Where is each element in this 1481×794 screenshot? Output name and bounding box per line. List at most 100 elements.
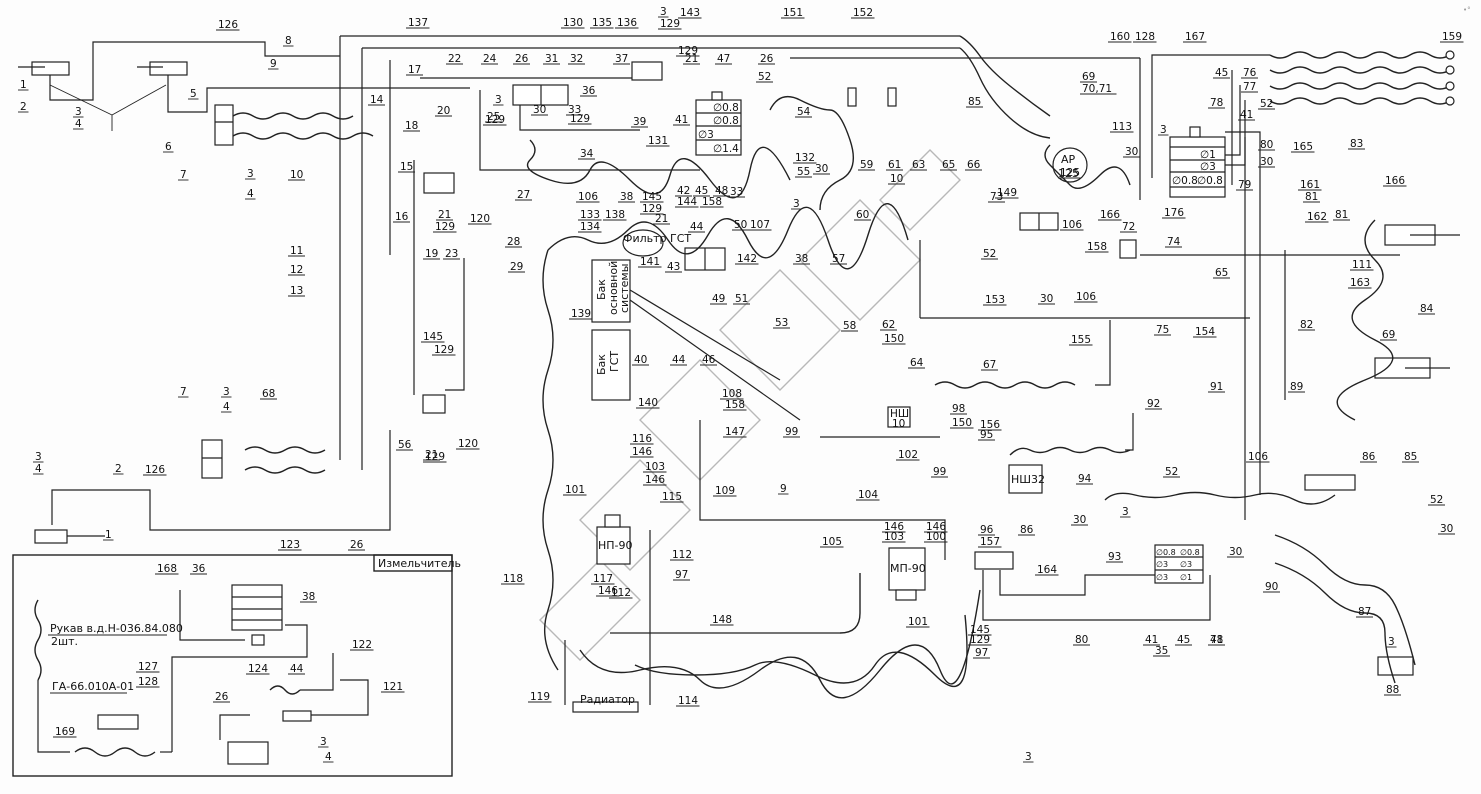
part-label-162: 162 — [1307, 211, 1327, 223]
part-label-57: 57 — [832, 253, 845, 265]
part-label-139: 139 — [571, 308, 591, 320]
part-label-28: 28 — [507, 236, 520, 248]
right-cylinders — [919, 212, 1460, 676]
motor-mp90-label: МП-90 — [890, 562, 926, 575]
part-label-103: 103 — [884, 531, 904, 543]
inset-hose-qty: 2шт. — [51, 635, 78, 648]
part-label-56: 56 — [398, 439, 412, 451]
part-label-48: 48 — [715, 185, 728, 197]
part-label-116: 116 — [632, 433, 652, 445]
part-label-63: 63 — [912, 159, 925, 171]
part-label-10: 10 — [890, 173, 903, 185]
part-label-44: 44 — [290, 663, 304, 675]
part-label-58: 58 — [843, 320, 856, 332]
accumulator-ar125 — [1052, 147, 1088, 183]
part-label-23: 23 — [445, 248, 458, 260]
part-label-153: 153 — [985, 294, 1005, 306]
ar125-label-1: АР — [1061, 153, 1076, 166]
part-label-38: 38 — [302, 591, 315, 603]
cylinder-1 — [31, 61, 70, 76]
part-label-53: 53 — [775, 317, 788, 329]
part-label-97: 97 — [975, 647, 988, 659]
part-label-132: 132 — [795, 152, 815, 164]
cylinder-7-lower — [201, 439, 223, 479]
part-label-129: 129 — [435, 221, 455, 233]
part-label-149: 149 — [997, 187, 1017, 199]
part-label-150: 150 — [884, 333, 904, 345]
valve-bottom-orifice-5: ∅3 — [1156, 573, 1168, 582]
part-label-106: 106 — [1062, 219, 1082, 231]
part-label-150: 150 — [952, 417, 972, 429]
part-label-76: 76 — [1243, 67, 1257, 79]
valve-block-right — [1169, 136, 1226, 198]
part-label-95: 95 — [980, 429, 993, 441]
part-label-145: 145 — [642, 191, 662, 203]
part-label-70-71: 70,71 — [1082, 83, 1112, 95]
tank-gst-label-2: ГСТ — [608, 351, 621, 372]
cylinder-86-left — [974, 551, 1014, 570]
inset-title-box — [373, 554, 453, 572]
part-label-138: 138 — [605, 209, 625, 221]
part-label-164: 164 — [1037, 564, 1057, 576]
part-label-38: 38 — [795, 253, 808, 265]
part-label-61: 61 — [888, 159, 901, 171]
part-label-146: 146 — [598, 585, 618, 597]
part-label-17: 17 — [408, 64, 421, 76]
part-label-25: 25 — [487, 111, 500, 123]
part-label-85: 85 — [968, 96, 981, 108]
part-label-3: 3 — [495, 94, 502, 106]
part-label-109: 109 — [715, 485, 735, 497]
part-label-13: 13 — [290, 285, 303, 297]
part-label-158: 158 — [725, 399, 745, 411]
filter-and-tanks: Фильтр ГСТ Бак основной системы Бак ГСТ — [542, 203, 909, 671]
part-label-137: 137 — [408, 17, 428, 29]
part-label-52: 52 — [1165, 466, 1178, 478]
pump-nsh10-label-1: НШ — [890, 408, 909, 420]
part-label-52: 52 — [1430, 494, 1443, 506]
part-label-3: 3 — [660, 6, 667, 18]
part-label-38: 38 — [620, 191, 633, 203]
part-label-3: 3 — [1388, 636, 1395, 648]
part-label-78: 78 — [1210, 97, 1223, 109]
part-label-30: 30 — [1073, 514, 1086, 526]
part-label-90: 90 — [1265, 581, 1278, 593]
bottom-valve-block: ∅0.8 ∅0.8 ∅3 ∅3 ∅3 ∅1 — [982, 491, 1416, 684]
part-label-146: 146 — [926, 521, 946, 533]
part-label-3: 3 — [35, 451, 42, 463]
cylinder-1-lower — [34, 529, 68, 544]
part-label-89: 89 — [1290, 381, 1303, 393]
part-label-4: 4 — [325, 751, 332, 763]
part-label-106: 106 — [1076, 291, 1096, 303]
part-label-107: 107 — [750, 219, 770, 231]
pump-nsh32-label: НШ32 — [1011, 473, 1045, 486]
part-label-85: 85 — [1404, 451, 1417, 463]
valve-bottom-orifice-1: ∅0.8 — [1156, 548, 1176, 557]
part-label-91: 91 — [1210, 381, 1223, 393]
part-label-44: 44 — [690, 221, 704, 233]
part-label-54: 54 — [797, 106, 811, 118]
part-label-43: 43 — [667, 261, 680, 273]
part-label-106: 106 — [578, 191, 598, 203]
part-label-45: 45 — [1215, 67, 1228, 79]
part-label-33: 33 — [730, 186, 743, 198]
part-label-3: 3 — [320, 736, 327, 748]
part-label-30: 30 — [533, 104, 546, 116]
part-label-55: 55 — [797, 166, 810, 178]
part-label-4: 4 — [223, 401, 230, 413]
part-label-66: 66 — [967, 159, 981, 171]
part-label-129: 129 — [642, 203, 662, 215]
part-label-9: 9 — [780, 483, 787, 495]
part-label-155: 155 — [1071, 334, 1091, 346]
pump-nsh32 — [1008, 464, 1043, 494]
part-label-81: 81 — [1305, 191, 1318, 203]
part-label-148: 148 — [712, 614, 732, 626]
part-label-142: 142 — [737, 253, 757, 265]
part-label-134: 134 — [580, 221, 600, 233]
part-label-3: 3 — [1025, 751, 1032, 763]
part-label-30: 30 — [1125, 146, 1138, 158]
part-label-44: 44 — [672, 354, 686, 366]
part-label-4: 4 — [75, 118, 82, 130]
part-label-79: 79 — [1238, 179, 1251, 191]
